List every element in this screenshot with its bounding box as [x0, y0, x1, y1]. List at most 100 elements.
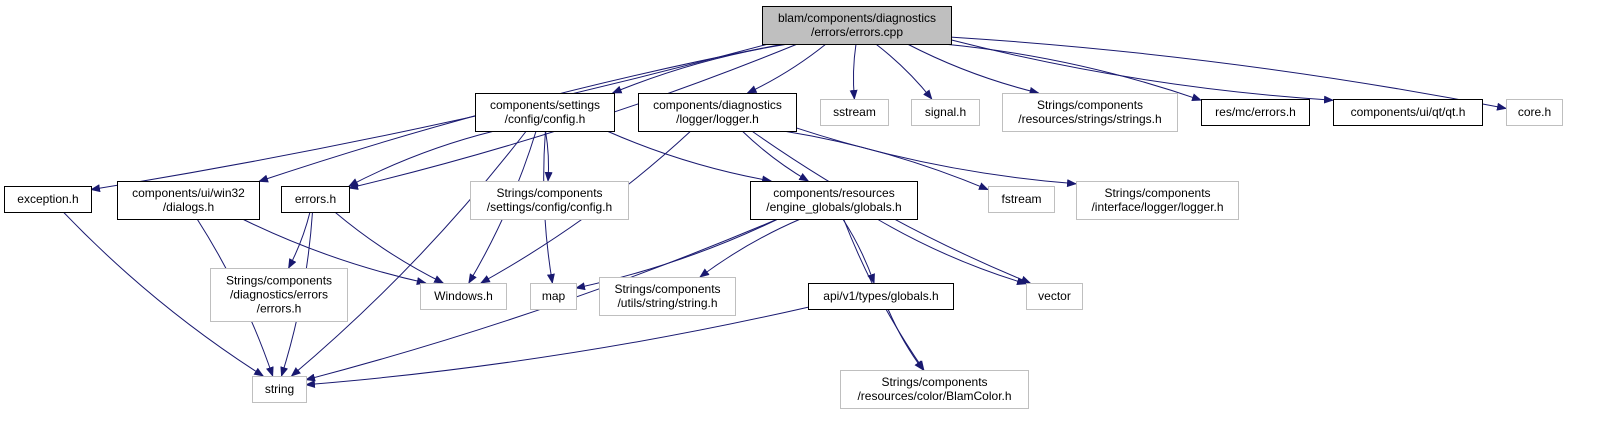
edge-line — [290, 130, 527, 377]
edge-line — [950, 39, 1334, 104]
edge-root-to-logger_h — [746, 43, 827, 94]
node-box — [420, 283, 507, 310]
node-label-line: core.h — [1518, 105, 1551, 119]
node-label-line: /diagnostics/errors — [230, 288, 328, 302]
node-label-line: errors.h — [295, 192, 336, 206]
node-box — [470, 181, 629, 220]
node-label-line: components/diagnostics — [653, 98, 782, 112]
edge-config_h-to-string — [290, 130, 527, 377]
node-label-line: components/ui/win32 — [132, 186, 245, 200]
edge-line — [334, 211, 445, 284]
node-label-line: /utils/string/string.h — [617, 296, 717, 310]
node-box — [4, 186, 92, 213]
node-label-line: Strings/components — [614, 282, 720, 296]
edge-line — [544, 130, 553, 182]
node-box — [1002, 93, 1178, 132]
edge-config_h-to-errors_h — [348, 130, 495, 187]
node-label-line: exception.h — [17, 192, 78, 206]
node-box — [117, 181, 260, 220]
node-label-line: /dialogs.h — [163, 200, 214, 214]
node-label-line: sstream — [833, 105, 876, 119]
edge-line — [875, 43, 933, 100]
node-box — [638, 93, 797, 132]
node-map: map — [530, 283, 577, 310]
node-string: string — [252, 376, 307, 403]
edge-line — [699, 218, 801, 278]
node-box — [988, 186, 1055, 213]
edge-root-to-sstream — [849, 43, 858, 100]
node-label-line: Strings/components — [1037, 98, 1143, 112]
node-box — [911, 99, 980, 126]
edge-line — [783, 130, 989, 191]
node-globals_h[interactable]: components/resources/engine_globals/glob… — [750, 181, 918, 220]
edge-logger_h-to-fstream — [783, 130, 989, 191]
edge-errors_h-to-str_errors_h — [288, 211, 311, 269]
node-box — [1333, 99, 1483, 126]
node-label-line: /resources/color/BlamColor.h — [857, 389, 1011, 403]
edge-line — [746, 43, 827, 94]
node-box — [599, 277, 736, 316]
node-strings_h: Strings/components/resources/strings/str… — [1002, 93, 1178, 132]
node-errors_h[interactable]: errors.h — [281, 186, 350, 213]
edge-line — [887, 308, 924, 371]
node-label-line: fstream — [1001, 192, 1041, 206]
node-config_h[interactable]: components/settings/config/config.h — [475, 93, 615, 132]
node-qt_h[interactable]: components/ui/qt/qt.h — [1333, 99, 1483, 126]
node-label-line: components/ui/qt/qt.h — [1351, 105, 1466, 119]
node-vector: vector — [1026, 283, 1083, 310]
edge-root-to-signal_h — [875, 43, 933, 100]
edge-logger_h-to-str_logger_h — [795, 127, 1077, 188]
edge-exception_h-to-string — [62, 211, 265, 377]
edge-root-to-core_h — [950, 36, 1507, 111]
node-label-line: /config/config.h — [505, 112, 586, 126]
edge-line — [305, 306, 809, 389]
node-api_globals_h[interactable]: api/v1/types/globals.h — [808, 283, 954, 310]
edge-logger_h-to-globals_h — [741, 130, 810, 182]
node-label-line: Strings/components — [496, 186, 602, 200]
edge-config_h-to-str_config_h — [544, 130, 553, 182]
node-label-line: Strings/components — [1104, 186, 1210, 200]
edge-root-to-config_h — [611, 43, 789, 94]
node-box — [1201, 99, 1310, 126]
node-box — [475, 93, 615, 132]
node-str_string_h: Strings/components/utils/string/string.h — [599, 277, 736, 316]
node-box — [750, 181, 918, 220]
node-win32_dialogs_h[interactable]: components/ui/win32/dialogs.h — [117, 181, 260, 220]
node-box — [762, 6, 952, 45]
node-label-line: map — [542, 289, 566, 303]
node-label-line: Strings/components — [881, 375, 987, 389]
node-label-line: /interface/logger/logger.h — [1091, 200, 1223, 214]
edge-win32_dialogs_h-to-windows_h — [242, 218, 427, 285]
node-label-line: /logger/logger.h — [676, 112, 759, 126]
node-box — [808, 283, 954, 310]
nodes-layer: blam/components/diagnostics/errors/error… — [4, 6, 1563, 409]
node-exception_h[interactable]: exception.h — [4, 186, 92, 213]
node-box — [252, 376, 307, 403]
node-str_errors_h: Strings/components/diagnostics/errors/er… — [210, 268, 348, 322]
node-label-line: /errors/errors.cpp — [811, 25, 903, 39]
node-root[interactable]: blam/components/diagnostics/errors/error… — [762, 6, 952, 45]
node-label-line: string — [265, 382, 294, 396]
edge-root-to-qt_h — [950, 39, 1334, 104]
node-fstream: fstream — [988, 186, 1055, 213]
node-label-line: /settings/config/config.h — [487, 200, 612, 214]
node-label-line: components/settings — [490, 98, 600, 112]
edge-line — [795, 127, 1077, 188]
edge-line — [606, 130, 773, 184]
edge-line — [907, 43, 1040, 95]
node-logger_h[interactable]: components/diagnostics/logger/logger.h — [638, 93, 797, 132]
node-res_errors_h[interactable]: res/mc/errors.h — [1201, 99, 1310, 126]
edge-line — [943, 43, 1202, 102]
node-box — [530, 283, 577, 310]
edge-line — [288, 211, 311, 269]
edge-globals_h-to-str_string_h — [699, 218, 801, 278]
node-label-line: Strings/components — [226, 274, 332, 288]
node-label-line: api/v1/types/globals.h — [823, 289, 938, 303]
edge-line — [611, 43, 789, 94]
node-label-line: /resources/strings/strings.h — [1018, 112, 1161, 126]
edge-line — [62, 211, 265, 377]
node-box — [1506, 99, 1563, 126]
edge-line — [348, 130, 495, 187]
node-label-line: vector — [1038, 289, 1071, 303]
